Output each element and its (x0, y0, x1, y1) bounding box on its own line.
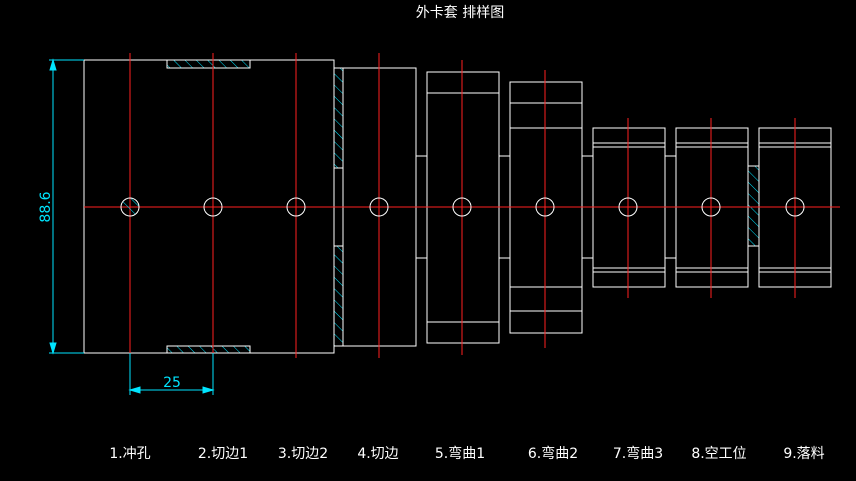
station-label: 5.弯曲1 (435, 445, 485, 462)
station-marks (120, 53, 805, 358)
station-label: 6.弯曲2 (528, 445, 578, 462)
pilot-hole (369, 197, 389, 217)
station-label: 1.冲孔 (109, 446, 150, 462)
pilot-hole (203, 197, 223, 217)
station-label: 4.切边 (357, 446, 398, 462)
pitch-dimension-label: 25 (163, 375, 181, 391)
blank-cut-hatch (747, 165, 760, 247)
pilot-hole (785, 197, 805, 217)
top-slot (166, 59, 251, 69)
station-label: 2.切边1 (198, 446, 248, 462)
pilot-hole (618, 197, 638, 217)
side-slot-upper (333, 67, 344, 169)
side-slot-lower (333, 245, 344, 347)
pilot-hole (452, 197, 472, 217)
drawing-title: 外卡套 排样图 (416, 5, 504, 21)
station-label: 7.弯曲3 (613, 445, 663, 462)
pilot-hole (535, 197, 555, 217)
station-label: 9.落料 (783, 446, 824, 462)
station-label: 3.切边2 (278, 446, 328, 462)
pilot-hole (286, 197, 306, 217)
pitch-dimension (128, 353, 215, 395)
station-labels: 1.冲孔 2.切边1 3.切边2 4.切边 5.弯曲1 6.弯曲2 7.弯曲3 … (109, 445, 824, 462)
station-label: 8.空工位 (691, 446, 746, 462)
height-dimension-label: 88.6 (38, 191, 54, 222)
pilot-hole (701, 197, 721, 217)
bottom-slot (166, 345, 251, 354)
pilot-hole (120, 197, 140, 217)
height-dimension (49, 58, 84, 355)
